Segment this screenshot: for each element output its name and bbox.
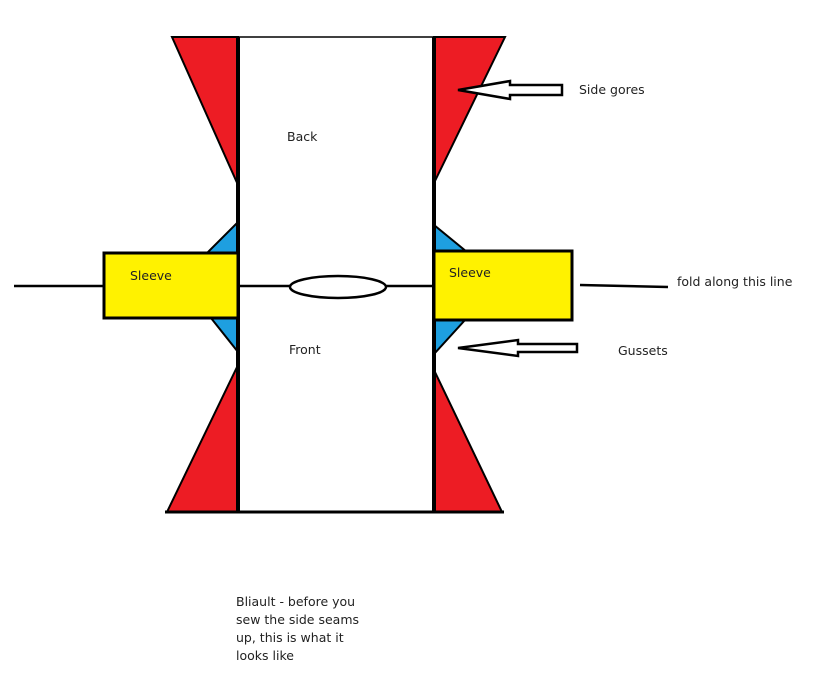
arrow-icon-side-gores <box>457 79 564 101</box>
label-sleeve-left: Sleeve <box>130 268 172 283</box>
gore-top-right <box>433 36 507 184</box>
fold-line-right <box>579 283 669 289</box>
sleeve-left <box>102 251 240 320</box>
caption-line: looks like <box>236 648 294 663</box>
gore-bottom-left <box>165 364 239 513</box>
caption-line: up, this is what it <box>236 630 344 645</box>
gore-bottom-right <box>433 369 504 513</box>
label-sleeve-right: Sleeve <box>449 265 491 280</box>
arrow-icon-gussets <box>457 338 579 358</box>
gusset-left-upper <box>204 219 239 254</box>
caption-line: Bliault - before you <box>236 594 355 609</box>
label-back: Back <box>287 129 318 144</box>
gusset-left-lower <box>208 317 239 355</box>
body-panel <box>238 37 434 512</box>
label-side-gores: Side gores <box>579 82 645 97</box>
gore-top-left <box>170 36 239 186</box>
sleeve-right <box>432 249 574 322</box>
label-fold-line: fold along this line <box>677 274 793 289</box>
label-gussets: Gussets <box>618 343 668 358</box>
caption-line: sew the side seams <box>236 612 359 627</box>
gusset-right-upper <box>433 222 470 253</box>
neck-opening <box>288 274 388 300</box>
label-front: Front <box>289 342 321 357</box>
